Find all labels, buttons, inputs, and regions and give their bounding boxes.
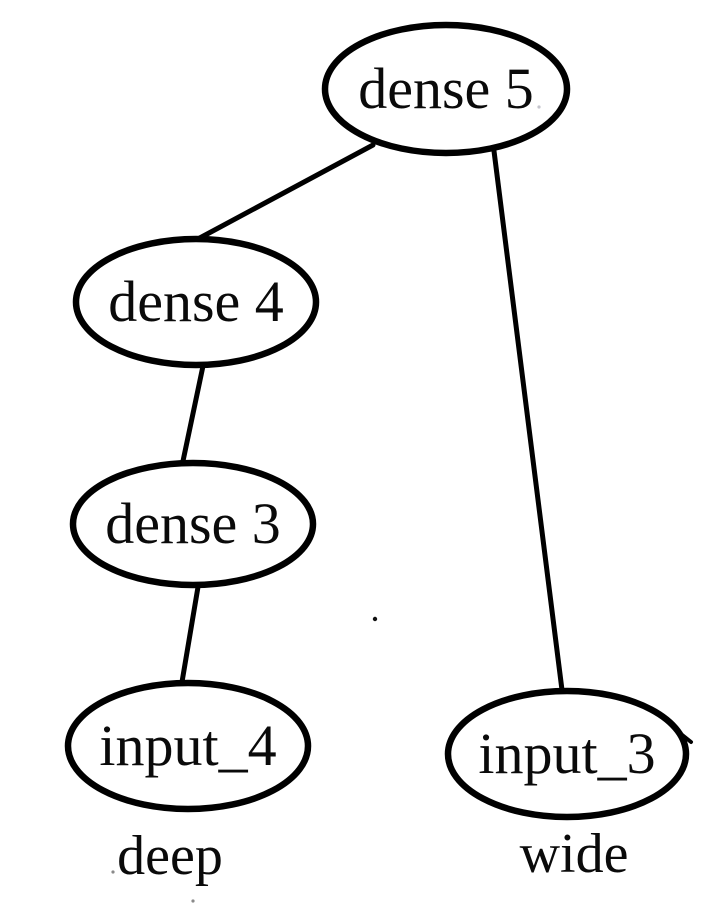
caption-wide: wide [520,823,629,885]
node-label-dense_3: dense 3 [105,491,281,556]
artifact-speck-3 [537,105,541,109]
node-label-dense_5: dense 5 [358,56,534,121]
node-ellipse-dense_5 [321,21,571,157]
node-label-dense_4: dense 4 [108,269,284,334]
node-ellipse-input_4 [64,679,312,813]
edge-dense_3-to-input_4 [179,584,201,685]
artifact-speck-1 [111,870,115,874]
node-ellipse-dense_4 [72,235,320,369]
node-ellipse-input_3 [444,687,690,821]
artifact-speck-2 [191,899,195,903]
node-label-input_4: input_4 [99,713,276,778]
edge-dense_5-to-input_3 [491,148,565,693]
edge-dense_4-to-dense_3 [180,363,206,464]
node-label-input_3: input_3 [478,721,655,786]
edge-dense_5-to-dense_4 [193,142,376,243]
caption-deep: deep [117,825,223,887]
artifact-tick-0 [679,732,693,744]
artifact-speck-0 [372,616,378,622]
node-ellipse-dense_3 [69,459,317,589]
